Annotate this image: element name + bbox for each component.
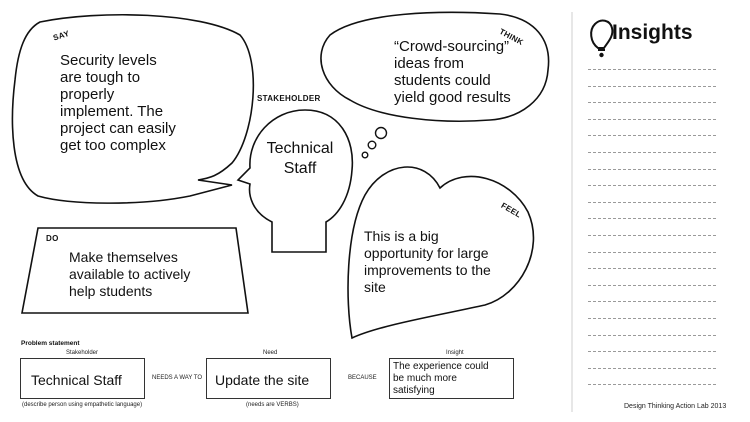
say-bubble [11,13,255,204]
need-field-value: Update the site [215,372,310,388]
stakeholder-field-value: Technical Staff [31,372,122,388]
thought-dot-small [361,151,369,159]
stakeholder-name: Technical Staff [266,140,334,177]
insight-line[interactable] [588,235,716,236]
do-text: Make themselves available to actively he… [69,249,191,299]
insight-caption: Insight [446,350,464,356]
stakeholder-label: STAKEHOLDER [257,94,321,103]
insight-line[interactable] [588,251,716,253]
thought-dot-medium [367,140,377,150]
need-field[interactable]: Update the site [206,358,331,399]
connector-because: BECAUSE [348,375,377,381]
feel-heart [347,166,535,340]
stakeholder-field[interactable]: Technical Staff [20,358,145,399]
insight-line[interactable] [588,367,716,369]
insight-line[interactable] [588,168,716,170]
insight-line[interactable] [588,85,716,87]
insight-line[interactable] [588,185,716,187]
insight-line[interactable] [588,334,716,336]
say-text: Security levels are tough to properly im… [60,52,176,154]
do-label: DO [46,234,59,243]
insight-line[interactable] [588,135,716,137]
insight-field[interactable]: The experience could be much more satisf… [389,358,514,399]
problem-statement-title: Problem statement [21,340,80,347]
stakeholder-caption: Stakeholder [66,350,99,356]
stakeholder-head [236,109,354,253]
insight-line[interactable] [588,318,716,319]
insight-line[interactable] [588,284,716,286]
insight-line[interactable] [588,384,716,386]
insight-line[interactable] [588,69,716,70]
insights-title: Insights [612,21,693,44]
connector-needs: NEEDS A WAY TO [152,375,203,381]
insight-line[interactable] [588,102,716,104]
insight-line[interactable] [588,351,716,353]
insight-line[interactable] [588,201,716,203]
feel-text: This is a big opportunity for large impr… [364,228,491,295]
footer-credit: Design Thinking Action Lab 2013 [624,403,727,410]
insight-line[interactable] [588,301,716,303]
insight-line[interactable] [588,218,716,220]
do-box [21,227,249,314]
think-bubble [320,11,550,122]
need-hint: (needs are VERBS) [246,402,299,408]
think-text: “Crowd-sourcing” ideas from students cou… [394,38,511,106]
insight-line[interactable] [588,118,716,120]
need-caption: Need [263,350,278,356]
thought-dot-large [374,126,388,140]
lightbulb-icon [590,19,614,58]
insight-field-value: The experience could be much more satisf… [393,361,489,396]
insight-line[interactable] [588,152,716,153]
insight-line[interactable] [588,268,716,270]
stakeholder-hint: (describe person using empathetic langua… [22,402,143,408]
